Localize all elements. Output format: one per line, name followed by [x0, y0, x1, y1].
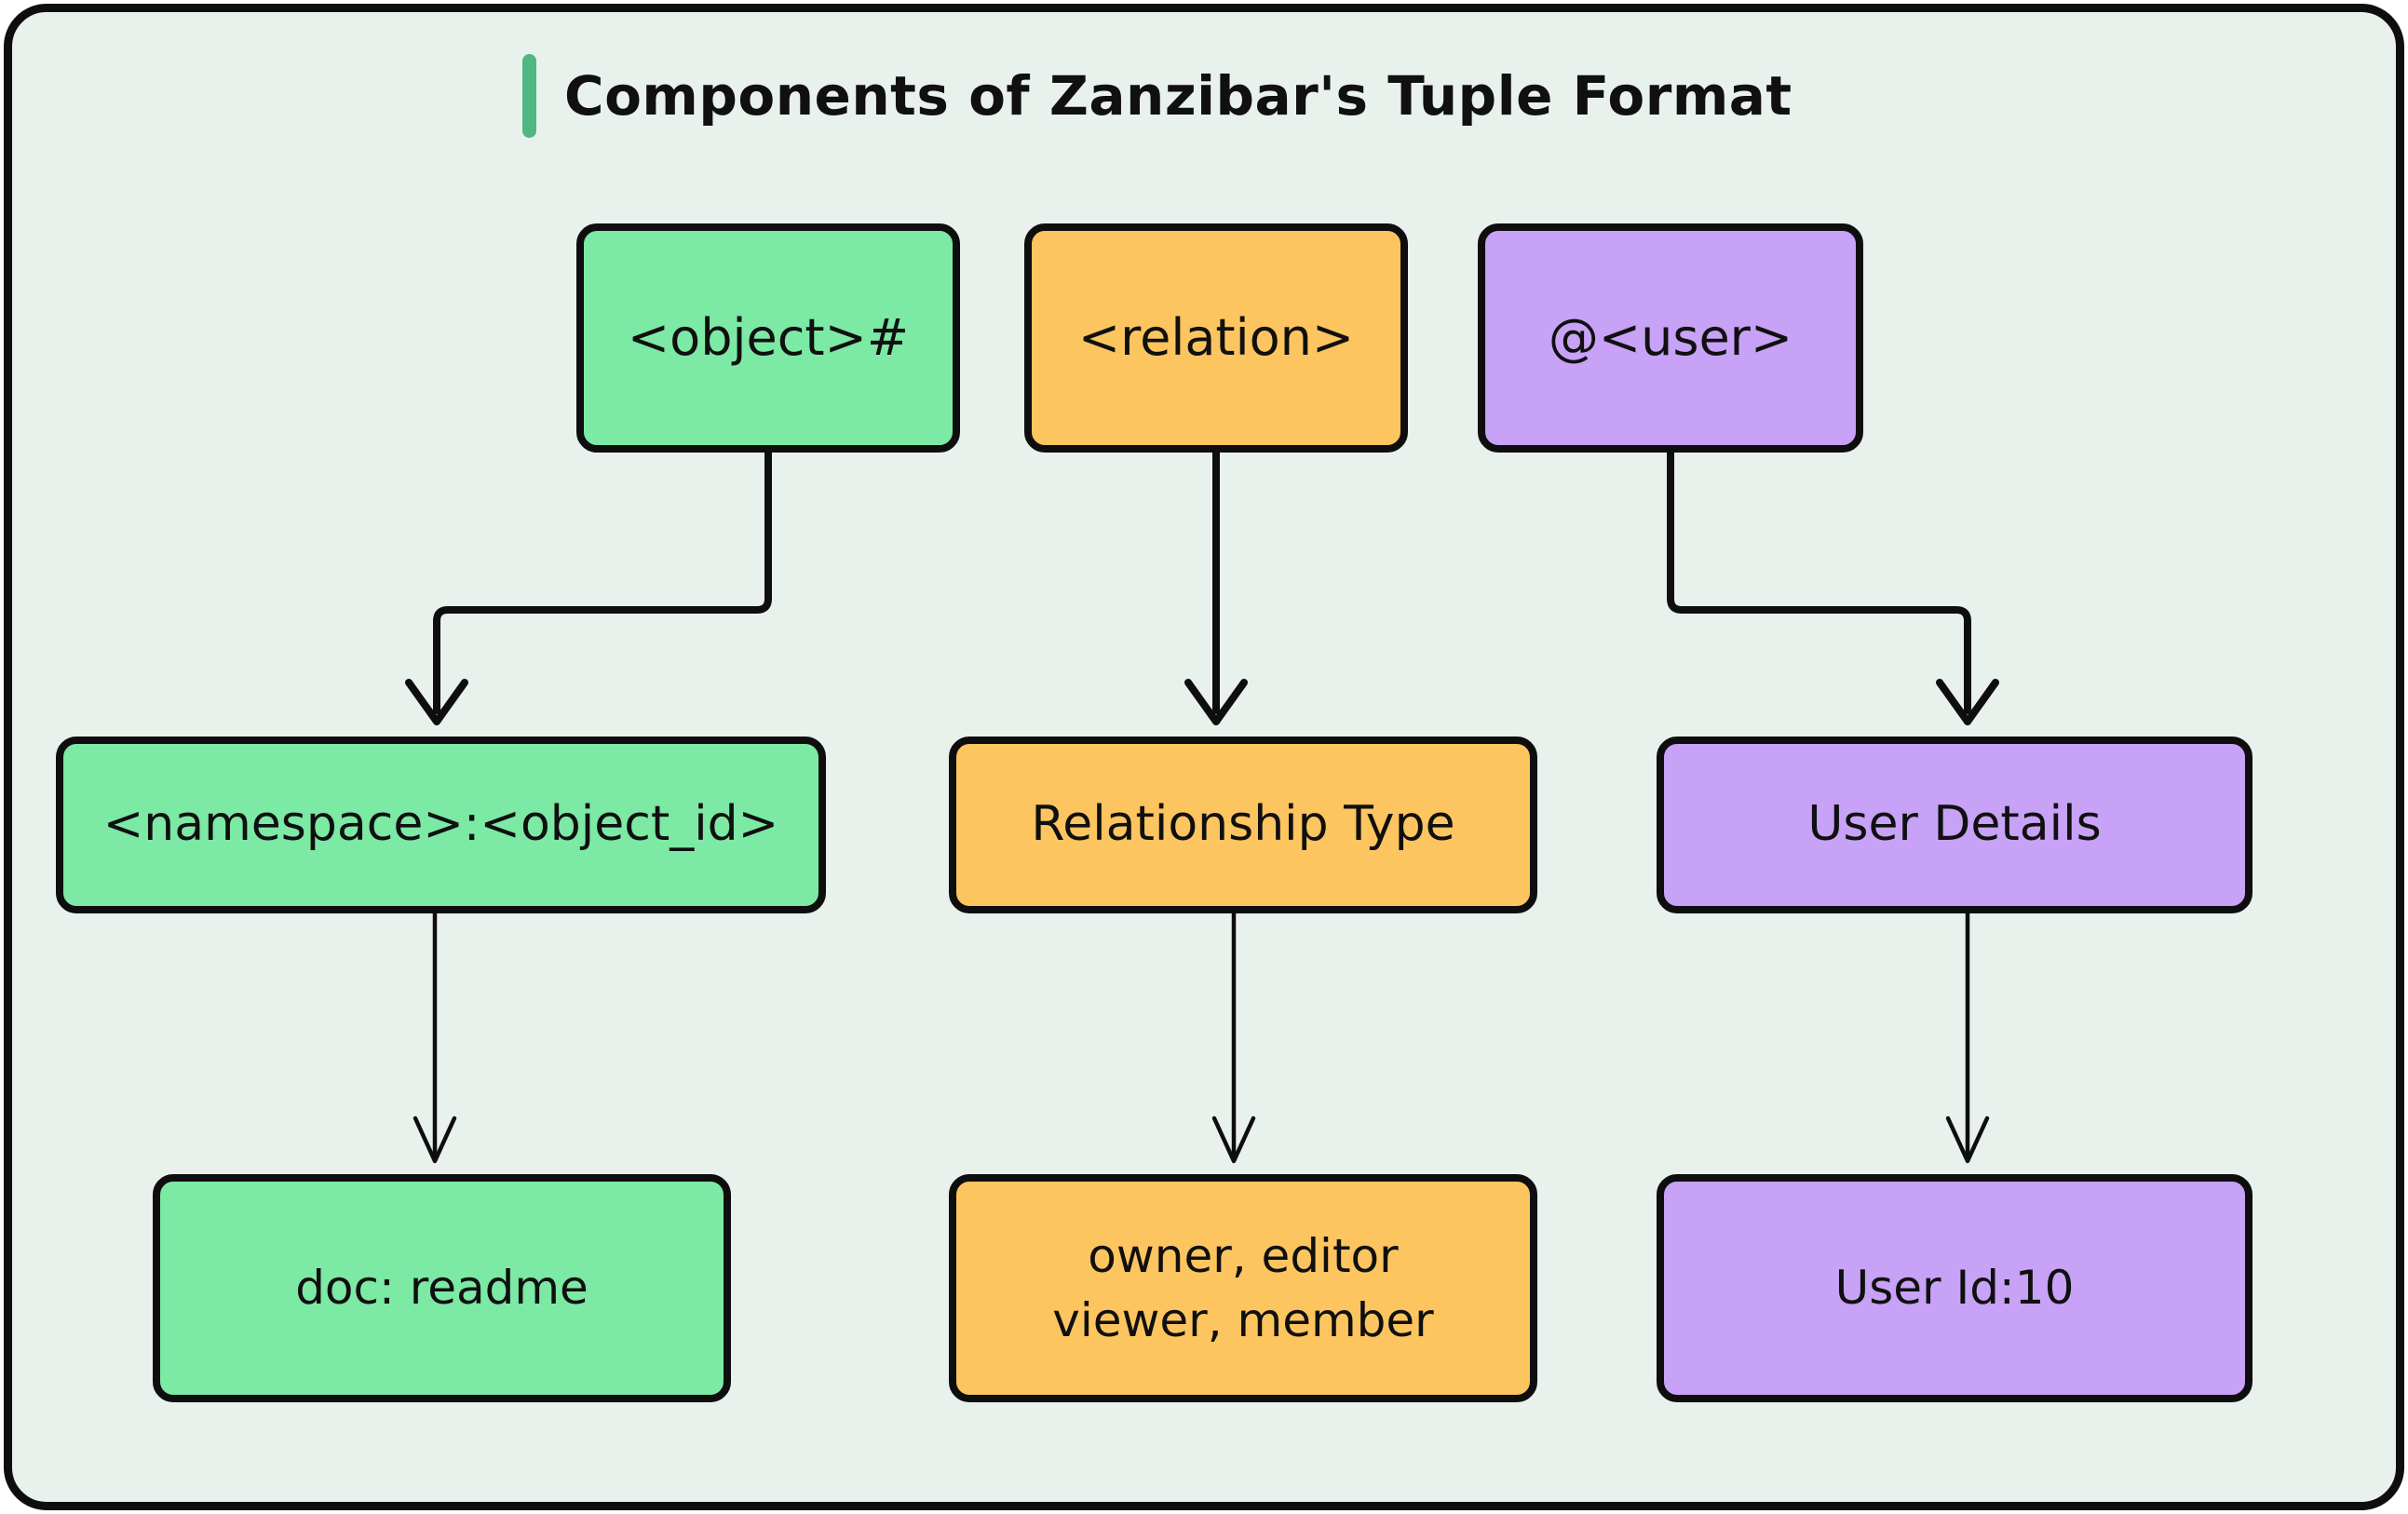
arrowhead-object-elbow	[405, 679, 468, 725]
node-object-format-label: <namespace>:<object_id>	[102, 796, 779, 853]
arrowhead-object-detail	[413, 1115, 457, 1164]
node-user-details-label: User Details	[1807, 796, 2102, 853]
node-relation-example-line2: viewer, member	[1052, 1292, 1434, 1347]
node-relation-label: <relation>	[1077, 307, 1355, 367]
node-user-example: User Id:10	[1657, 1174, 2252, 1402]
node-object-format: <namespace>:<object_id>	[56, 737, 826, 913]
node-object-label: <object>#	[627, 307, 910, 367]
arrowhead-user-elbow	[1936, 679, 1999, 725]
connector-user-elbow	[1667, 441, 1971, 714]
node-object-example: doc: readme	[153, 1174, 731, 1402]
node-user-example-line1: User Id:10	[1834, 1261, 2075, 1315]
title-text: Components of Zanzibar's Tuple Format	[564, 64, 1792, 128]
node-object: <object>#	[576, 223, 960, 453]
title-accent-bar	[522, 54, 536, 138]
node-user: @<user>	[1478, 223, 1863, 453]
node-object-example-line1: doc: readme	[295, 1261, 588, 1315]
arrowhead-relation-detail	[1211, 1115, 1256, 1164]
node-relationship-type: Relationship Type	[949, 737, 1537, 913]
node-relationship-type-label: Relationship Type	[1031, 796, 1455, 853]
diagram-card: Components of Zanzibar's Tuple Format <o…	[4, 4, 2404, 1510]
diagram-title: Components of Zanzibar's Tuple Format	[522, 53, 1792, 139]
connector-object-elbow	[433, 441, 772, 714]
node-relation-example: owner, editor viewer, member	[949, 1174, 1537, 1402]
arrowhead-relation-straight	[1184, 679, 1248, 725]
node-relation-example-line1: owner, editor	[1088, 1228, 1399, 1283]
node-user-label: @<user>	[1548, 307, 1793, 367]
node-user-details: User Details	[1657, 737, 2252, 913]
node-relation: <relation>	[1024, 223, 1408, 453]
arrowhead-user-detail	[1945, 1115, 1990, 1164]
